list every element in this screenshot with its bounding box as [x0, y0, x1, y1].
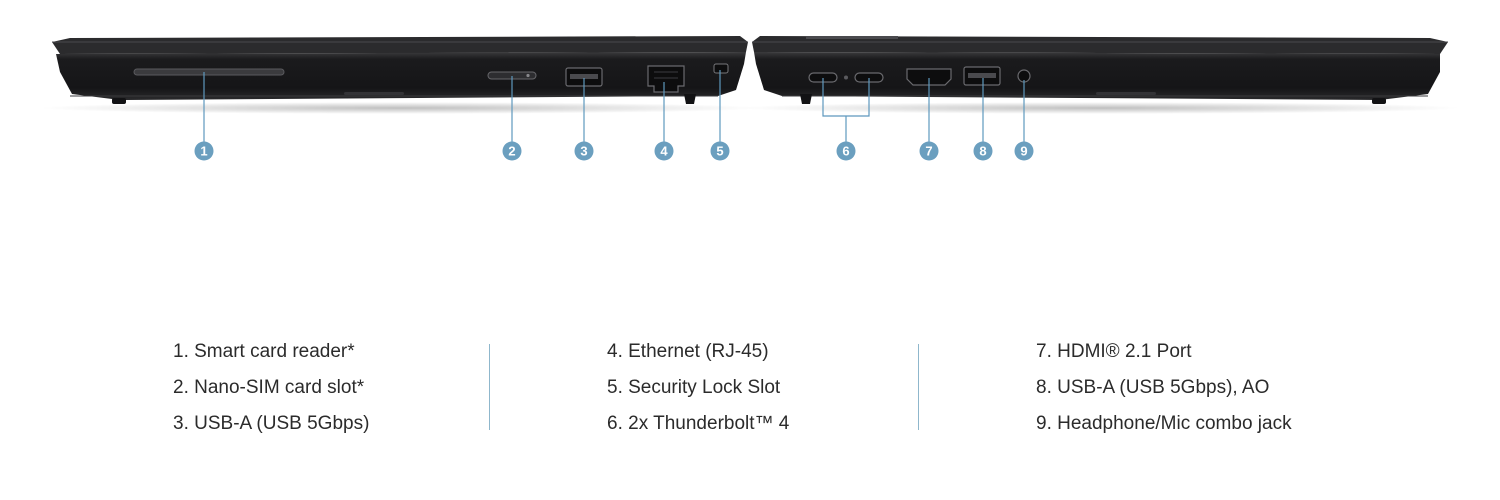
callout-7: 7 [919, 141, 939, 161]
laptop-left-side [40, 36, 760, 114]
legend-item-security-lock-slot: 5. Security Lock Slot [607, 377, 781, 398]
callout-3: 3 [574, 141, 594, 161]
callout-number: 1 [200, 144, 207, 159]
lock-slot-icon [713, 63, 729, 74]
legend-divider [918, 344, 919, 430]
legend-item-smart-card-reader: 1. Smart card reader* [173, 341, 355, 362]
legend-item-ethernet: 4. Ethernet (RJ-45) [607, 341, 769, 362]
legend-column-3: 7. HDMI® 2.1 Port 8. USB-A (USB 5Gbps), … [1036, 334, 1292, 442]
callout-number: 8 [979, 144, 986, 159]
callout-number: 9 [1020, 144, 1027, 159]
legend-item-thunderbolt: 6. 2x Thunderbolt™ 4 [607, 413, 790, 434]
legend-item-usb-a: 3. USB-A (USB 5Gbps) [173, 413, 370, 434]
callout-1: 1 [194, 141, 214, 161]
laptop-ports-diagram: 1 2 3 4 5 6 7 8 9 [40, 36, 1460, 161]
legend-column-2: 4. Ethernet (RJ-45) 5. Security Lock Slo… [607, 334, 789, 442]
callout-6: 6 [836, 141, 856, 161]
legend-item-hdmi: 7. HDMI® 2.1 Port [1036, 341, 1192, 362]
legend-item-nano-sim-slot: 2. Nano-SIM card slot* [173, 377, 365, 398]
callout-8: 8 [973, 141, 993, 161]
callout-2: 2 [502, 141, 522, 161]
callout-number: 3 [580, 144, 587, 159]
hdmi-port-icon [906, 68, 952, 86]
laptop-right-side [740, 36, 1460, 114]
callout-5: 5 [710, 141, 730, 161]
callout-number: 6 [842, 144, 849, 159]
legend-item-usb-a-ao: 8. USB-A (USB 5Gbps), AO [1036, 377, 1270, 398]
legend-divider [489, 344, 490, 430]
callout-4: 4 [654, 141, 674, 161]
callout-9: 9 [1014, 141, 1034, 161]
callout-number: 2 [508, 144, 515, 159]
callout-number: 4 [660, 144, 668, 159]
callout-number: 7 [925, 144, 932, 159]
callout-number: 5 [716, 144, 723, 159]
smart-card-slot-icon [133, 68, 285, 76]
legend-column-1: 1. Smart card reader* 2. Nano-SIM card s… [173, 334, 369, 442]
legend-item-audio-jack: 9. Headphone/Mic combo jack [1036, 413, 1292, 434]
ethernet-port-icon [647, 65, 685, 93]
leader-lines [203, 70, 1025, 142]
